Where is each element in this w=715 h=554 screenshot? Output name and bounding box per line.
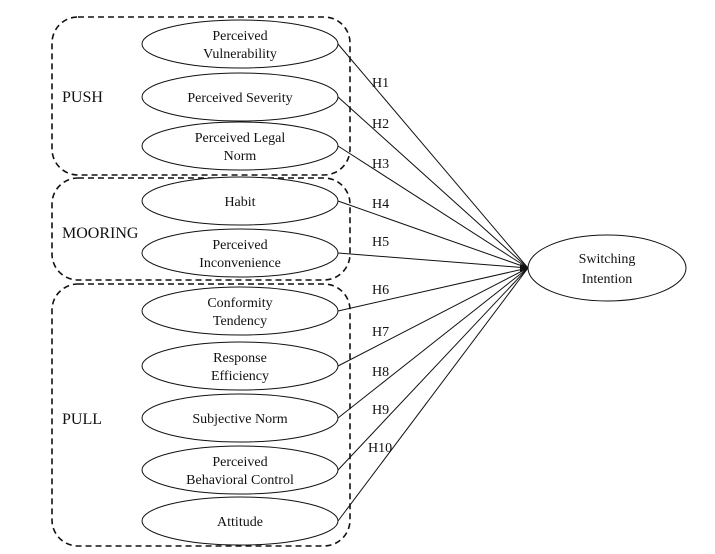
path-h9 <box>337 267 529 471</box>
construct-perceived-severity: Perceived Severity <box>141 72 339 122</box>
construct-ellipse <box>141 341 339 391</box>
construct-ellipse <box>141 19 339 69</box>
construct-label: Vulnerability <box>203 47 277 62</box>
hypothesis-label-h10: H10 <box>368 441 392 456</box>
construct-label: Subjective Norm <box>192 412 287 427</box>
construct-label: Tendency <box>213 314 267 329</box>
construct-label: Attitude <box>217 515 263 530</box>
construct-label: Perceived <box>212 455 267 470</box>
hypothesis-label-h9: H9 <box>372 403 389 418</box>
path-h6 <box>337 267 529 312</box>
hypothesis-label-h8: H8 <box>372 365 389 380</box>
construct-label: Habit <box>224 195 255 210</box>
construct-label: Perceived Severity <box>187 91 292 106</box>
outcome-label: Intention <box>582 272 633 287</box>
construct-label: Inconvenience <box>199 256 281 271</box>
path-h3 <box>337 145 529 269</box>
construct-ellipse <box>141 286 339 336</box>
arrowhead-icon <box>520 264 530 272</box>
hypothesis-label-h7: H7 <box>372 325 389 340</box>
construct-attitude: Attitude <box>141 496 339 546</box>
hypothesis-label-h5: H5 <box>372 235 389 250</box>
group-label-push: PUSH <box>62 89 103 106</box>
hypothesis-label-h4: H4 <box>372 197 389 212</box>
construct-label: Conformity <box>207 296 272 311</box>
construct-label: Behavioral Control <box>186 473 294 488</box>
construct-label: Norm <box>224 149 257 164</box>
construct-ellipse <box>141 72 339 122</box>
hypothesis-label-h3: H3 <box>372 157 389 172</box>
path-h2 <box>337 96 529 269</box>
group-box-push <box>51 16 351 176</box>
hypothesis-label-h1: H1 <box>372 76 389 91</box>
construct-ellipse <box>141 393 339 443</box>
hypothesis-label-h6: H6 <box>372 283 389 298</box>
group-label-pull: PULL <box>62 411 102 428</box>
construct-label: Perceived <box>212 238 267 253</box>
construct-ellipse <box>141 445 339 495</box>
construct-label: Perceived <box>212 29 267 44</box>
outcome-label: Switching <box>579 252 636 267</box>
path-h8 <box>337 267 529 419</box>
group-label-mooring: MOORING <box>62 225 139 242</box>
path-h1 <box>337 43 529 269</box>
group-box-mooring <box>51 177 351 281</box>
construct-label: Efficiency <box>211 369 269 384</box>
construct-ellipse <box>141 176 339 226</box>
path-h10 <box>337 267 529 522</box>
construct-label: Response <box>213 351 267 366</box>
construct-label: Perceived Legal <box>195 131 286 146</box>
construct-ellipse <box>141 496 339 546</box>
hypothesis-label-h2: H2 <box>372 117 389 132</box>
construct-ellipse <box>141 121 339 171</box>
construct-ellipse <box>141 228 339 278</box>
outcome-ellipse <box>527 234 687 302</box>
construct-habit: Habit <box>141 176 339 226</box>
path-h5 <box>337 252 529 269</box>
group-box-pull <box>51 283 351 547</box>
path-h7 <box>337 267 529 367</box>
construct-subjective-norm: Subjective Norm <box>141 393 339 443</box>
path-h4 <box>337 200 529 269</box>
